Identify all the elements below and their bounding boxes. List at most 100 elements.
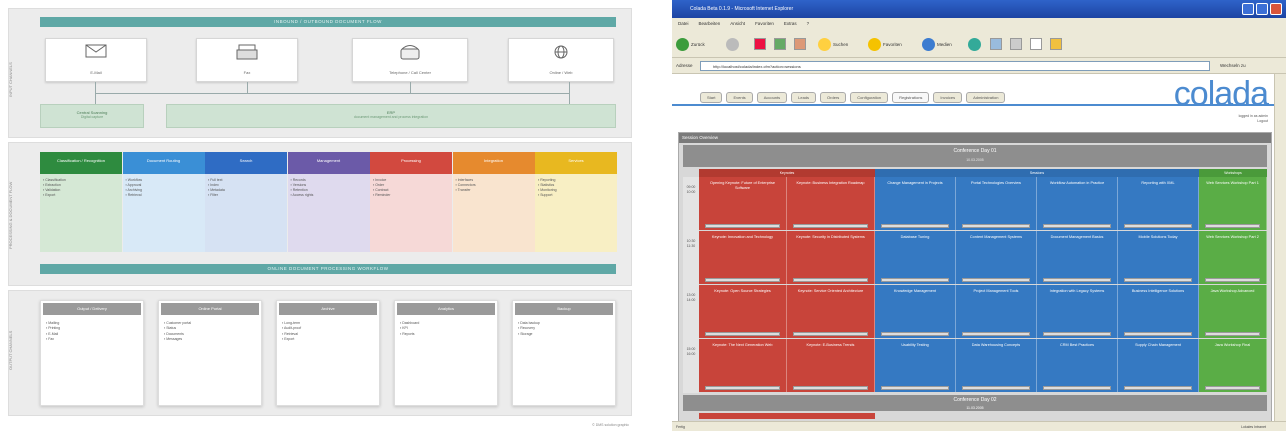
session-capacity-bar xyxy=(1124,332,1192,336)
menu-item-edit[interactable]: Bearbeiten xyxy=(698,21,721,26)
menu-item-help[interactable]: ? xyxy=(806,21,810,26)
address-input[interactable]: http://localhost/colada/index.cfm?action… xyxy=(700,61,1210,71)
session-cell[interactable]: Keynote: Open Source Strategies xyxy=(699,285,787,338)
session-cell[interactable]: Keynote: Business Integration Roadmap xyxy=(787,177,875,230)
menu-item-favorites[interactable]: Favoriten xyxy=(755,21,774,26)
process-column-body: ▪ Interfaces▪ Connectors▪ Transfer xyxy=(452,174,535,252)
session-cell[interactable]: Opening Keynote: Future of Enterprise So… xyxy=(699,177,787,230)
session-cell[interactable]: Business Intelligence Solutions xyxy=(1118,285,1199,338)
session-cell[interactable]: Web Services Workshop Part 1 xyxy=(1199,177,1267,230)
session-cell[interactable]: Data Warehousing Concepts xyxy=(956,339,1037,392)
output-card-body: ▪ Data backup▪ Recovery▪ Storage xyxy=(513,317,615,341)
menu-bar: Datei Bearbeiten Ansicht Favoriten Extra… xyxy=(672,18,1286,30)
process-item: ▪ Metadata xyxy=(208,188,225,192)
process-column-header: Processing xyxy=(370,152,452,174)
folder-icon xyxy=(1050,38,1062,50)
session-cell[interactable]: Change Management in Projects xyxy=(875,177,956,230)
session-cell[interactable]: Project Management Tools xyxy=(956,285,1037,338)
session-title: Project Management Tools xyxy=(973,289,1019,293)
keynote-strip xyxy=(699,413,875,419)
conference-date: 11.03.2005 xyxy=(966,406,984,410)
go-button[interactable]: Wechseln zu xyxy=(1220,63,1246,68)
back-button[interactable]: Zurück xyxy=(676,36,705,52)
green-bar-title: Central Scanning xyxy=(76,110,108,115)
favorites-button[interactable]: Favoriten xyxy=(868,36,902,52)
input-card-label: E-Mail xyxy=(90,70,102,75)
output-card-header: Online Portal xyxy=(161,303,259,315)
session-cell[interactable]: Keynote: Security in Distributed Systems xyxy=(787,231,875,284)
session-cell[interactable]: Knowledge Management xyxy=(875,285,956,338)
session-capacity-bar xyxy=(881,224,949,228)
media-button[interactable]: Medien xyxy=(922,36,952,52)
close-button[interactable] xyxy=(1270,3,1282,15)
process-column: Integration▪ Interfaces▪ Connectors▪ Tra… xyxy=(452,152,535,252)
session-cell[interactable]: Usability Testing xyxy=(875,339,956,392)
process-item: ▪ Classification xyxy=(43,178,66,182)
favorites-label: Favoriten xyxy=(883,41,902,47)
user-login-text: logged in as admin xyxy=(1238,114,1268,118)
address-label: Adresse xyxy=(676,63,693,68)
process-column-header: Integration xyxy=(452,152,535,174)
output-item: ▪ Long-term xyxy=(282,321,301,325)
history-button[interactable] xyxy=(968,36,983,52)
search-button[interactable]: Suchen xyxy=(818,36,848,52)
minimize-button[interactable] xyxy=(1242,3,1254,15)
output-item: ▪ Data backup xyxy=(518,321,540,325)
edit-button[interactable] xyxy=(1030,36,1044,52)
session-cell[interactable]: Mobile Solutions Today xyxy=(1118,231,1199,284)
session-cell[interactable]: Java Workshop Advanced xyxy=(1199,285,1267,338)
process-item: ▪ Access rights xyxy=(290,193,314,197)
process-item: ▪ Reporting xyxy=(538,178,556,182)
session-cell[interactable]: Reporting with XML xyxy=(1118,177,1199,230)
maximize-button[interactable] xyxy=(1256,3,1268,15)
tab-start[interactable]: Start xyxy=(700,92,723,103)
tab-accounts[interactable]: Accounts xyxy=(756,92,788,103)
menu-item-file[interactable]: Datei xyxy=(678,21,689,26)
output-item: ▪ Export xyxy=(282,337,295,342)
session-cell[interactable]: Integration with Legacy Systems xyxy=(1037,285,1118,338)
tab-invoices[interactable]: Invoices xyxy=(933,92,963,103)
stop-button[interactable] xyxy=(754,36,768,52)
session-cell[interactable]: Portal Technologies Overview xyxy=(956,177,1037,230)
session-cell[interactable]: Keynote: Innovation and Technology xyxy=(699,231,787,284)
bottom-flow-bar: ONLINE DOCUMENT PROCESSING WORKFLOW xyxy=(40,264,616,274)
process-column: Classification / Recognition▪ Classifica… xyxy=(40,152,122,252)
session-cell[interactable]: Keynote: Service Oriented Architecture xyxy=(787,285,875,338)
menu-item-view[interactable]: Ansicht xyxy=(730,21,746,26)
tab-orders[interactable]: Orders xyxy=(820,92,847,103)
tab-registrations[interactable]: Registrations xyxy=(892,92,930,103)
tab-configuration[interactable]: Configuration xyxy=(850,92,889,103)
folder-button[interactable] xyxy=(1050,36,1064,52)
session-cell[interactable]: Web Services Workshop Part 2 xyxy=(1199,231,1267,284)
refresh-button[interactable] xyxy=(774,36,788,52)
forward-button[interactable] xyxy=(726,36,741,52)
green-bar-subtitle: document management and process integrat… xyxy=(353,115,429,119)
session-cell[interactable]: Database Tuning xyxy=(875,231,956,284)
vertical-scrollbar[interactable] xyxy=(1274,74,1286,431)
home-button[interactable] xyxy=(794,36,808,52)
session-cell[interactable]: Keynote: E-Business Trends xyxy=(787,339,875,392)
print-button[interactable] xyxy=(1010,36,1024,52)
session-cell[interactable]: Content Management Systems xyxy=(956,231,1037,284)
phone-icon xyxy=(400,45,420,60)
tab-events[interactable]: Events xyxy=(726,92,753,103)
section-label-processing: PROCESSING & DOCUMENT FLOW xyxy=(8,181,13,249)
session-cell[interactable]: Java Workshop Final xyxy=(1199,339,1267,392)
menu-item-tools[interactable]: Extras xyxy=(783,21,797,26)
session-title: Reporting with XML xyxy=(1141,181,1175,185)
output-card-body: ▪ Customer portal▪ Status▪ Documents▪ Me… xyxy=(159,317,261,347)
logout-link[interactable]: Logout xyxy=(1257,119,1268,123)
process-item: ▪ Versions xyxy=(290,183,307,187)
tab-administration[interactable]: Administration xyxy=(966,92,1006,103)
session-cell[interactable]: Workflow Automation in Practice xyxy=(1037,177,1118,230)
session-cell[interactable]: Document Management Basics xyxy=(1037,231,1118,284)
mail-button[interactable] xyxy=(990,36,1004,52)
back-label: Zurück xyxy=(691,41,705,47)
session-cell[interactable]: Keynote: The Next Generation Web xyxy=(699,339,787,392)
session-capacity-bar xyxy=(1205,332,1260,336)
tab-leads[interactable]: Leads xyxy=(791,92,817,103)
session-cell[interactable]: CRM Best Practices xyxy=(1037,339,1118,392)
session-cell[interactable]: Supply Chain Management xyxy=(1118,339,1199,392)
session-title: Keynote: The Next Generation Web xyxy=(712,343,773,347)
process-column-body: ▪ Records▪ Versions▪ Retention▪ Access r… xyxy=(287,174,370,252)
